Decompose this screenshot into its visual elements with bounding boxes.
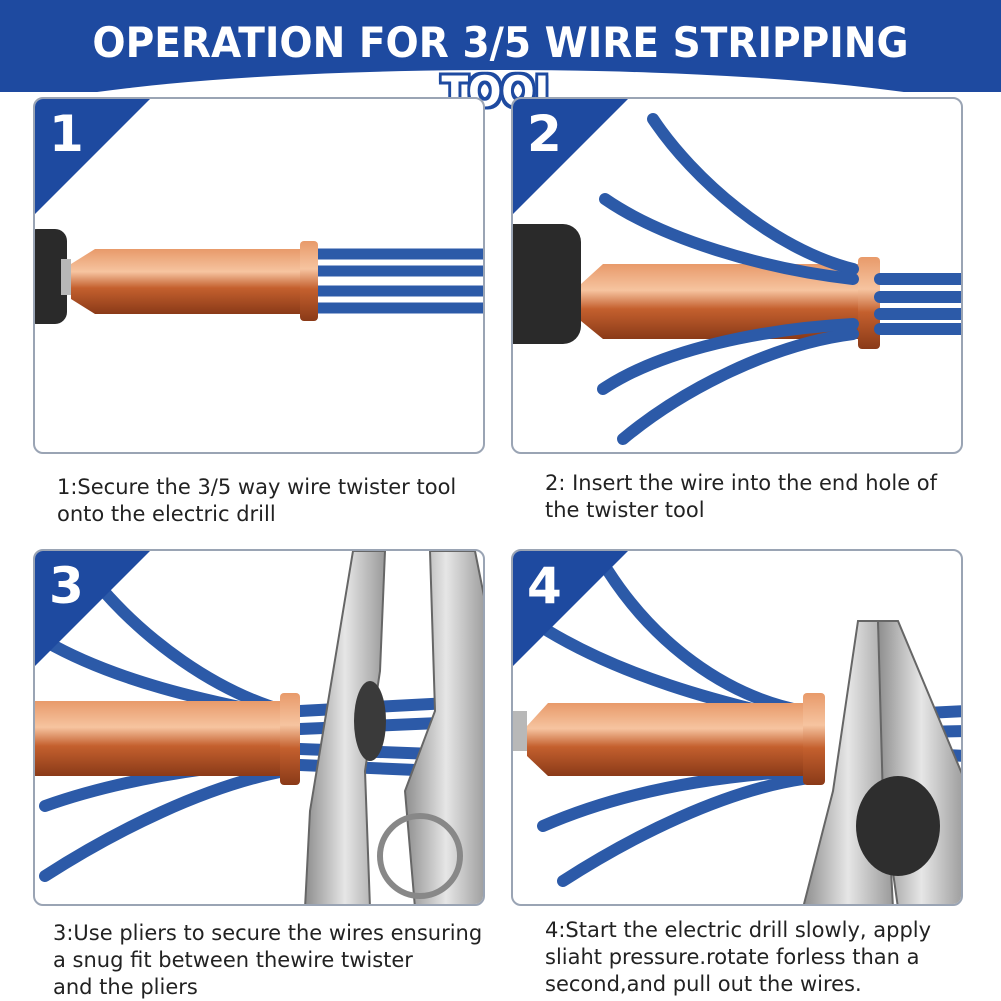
- step-1-panel: 1: [33, 97, 485, 454]
- step-3-illustration: [35, 551, 483, 904]
- step-1-illustration: [35, 229, 483, 324]
- pliers-icon: [802, 620, 961, 904]
- wire-twister-tool-icon: [71, 249, 300, 314]
- step-number: 4: [527, 557, 562, 615]
- step-2-panel: 2: [511, 97, 963, 454]
- step-number: 1: [49, 105, 84, 163]
- step-3-caption: 3:Use pliers to secure the wires ensurin…: [53, 921, 483, 999]
- wires-icon: [597, 113, 961, 445]
- step-4-caption: 4:Start the electric drill slowly, apply…: [545, 918, 932, 996]
- step-badge: [513, 99, 628, 214]
- step-4-panel: 4: [511, 549, 963, 906]
- step-number: 2: [527, 105, 562, 163]
- step-badge: [35, 551, 150, 666]
- step-badge: [513, 551, 628, 666]
- step-2-illustration: [513, 113, 961, 445]
- drill-chuck-icon: [35, 229, 67, 324]
- drill-chuck-icon: [513, 224, 581, 344]
- wire-twister-tool-icon: [527, 703, 803, 776]
- wires-icon: [318, 248, 483, 314]
- step-number: 3: [49, 557, 84, 615]
- step-4-illustration: [513, 565, 961, 904]
- step-2-caption: 2: Insert the wire into the end hole of …: [545, 471, 938, 522]
- wire-twister-tool-icon: [35, 701, 280, 776]
- pliers-icon: [304, 551, 483, 904]
- step-badge: [35, 99, 150, 214]
- step-3-panel: 3: [33, 549, 485, 906]
- wire-twister-tool-icon: [581, 264, 858, 339]
- step-1-caption: 1:Secure the 3/5 way wire twister tool o…: [57, 475, 457, 526]
